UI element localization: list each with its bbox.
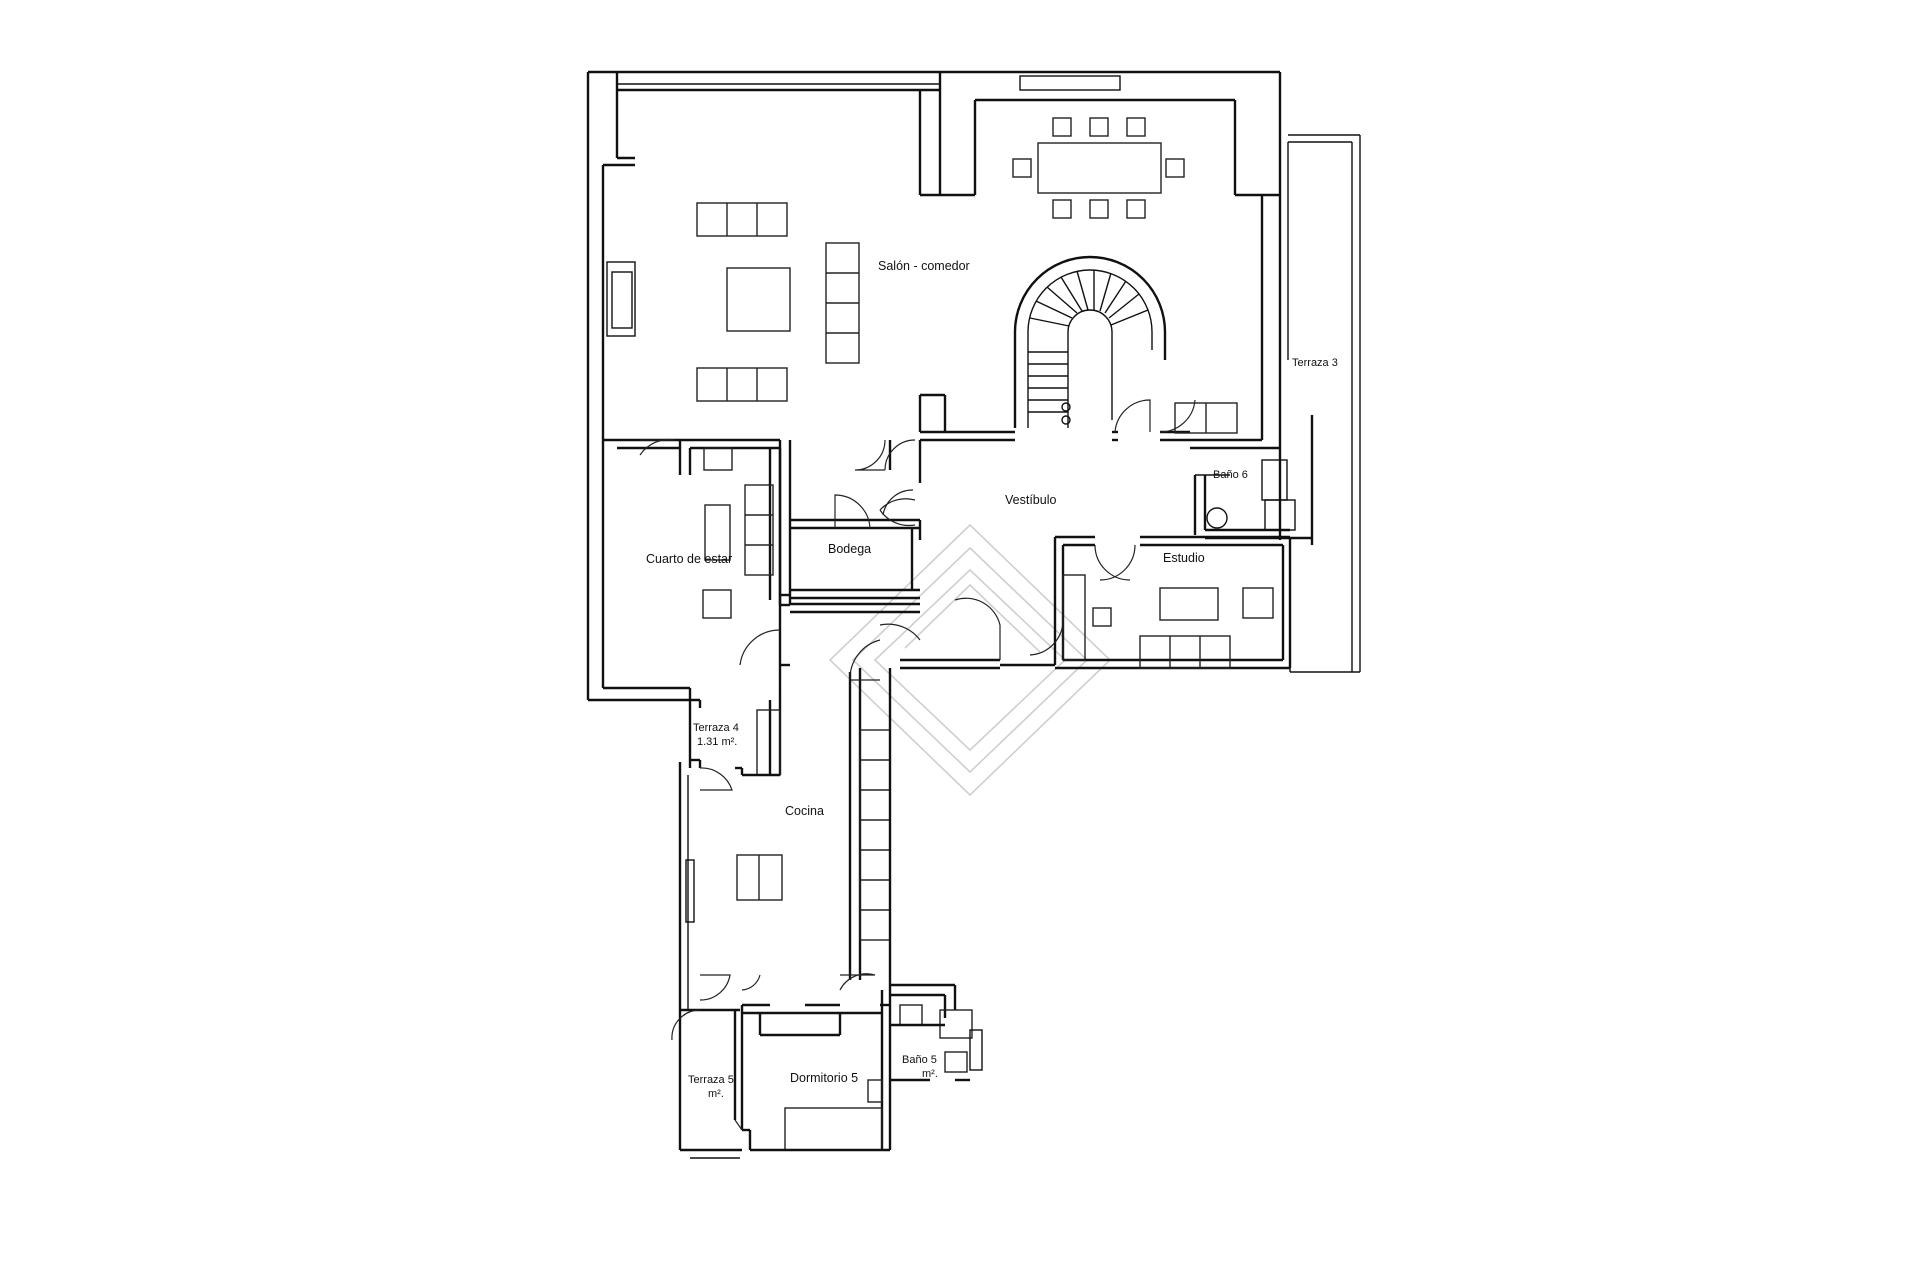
label-terraza-5: Terraza 5	[688, 1074, 734, 1086]
label-bodega: Bodega	[828, 542, 871, 556]
label-bano-5-area: m².	[922, 1068, 938, 1080]
room-labels: Salón - comedor Vestíbulo Cuarto de esta…	[646, 259, 1338, 1100]
label-cuarto-de-estar: Cuarto de estar	[646, 552, 732, 566]
label-terraza-4-area: 1.31 m².	[697, 736, 737, 748]
cuarto-de-estar-furniture	[678, 440, 790, 700]
bodega-walls	[790, 518, 922, 600]
label-terraza-4: Terraza 4	[693, 722, 739, 734]
label-salon-comedor: Salón - comedor	[878, 259, 970, 273]
label-bano-5: Baño 5	[902, 1054, 937, 1066]
salon-furniture	[696, 117, 1185, 402]
label-bano-6: Baño 6	[1213, 469, 1248, 481]
kitchen-wing-walls	[678, 668, 983, 1159]
spiral-staircase	[1013, 255, 1167, 428]
outer-walls	[586, 70, 1282, 702]
door-swings	[639, 399, 1196, 1131]
terraza-3-area	[1287, 134, 1361, 673]
label-terraza-5-area: m².	[708, 1088, 724, 1100]
label-cocina: Cocina	[785, 804, 824, 818]
interior-walls	[603, 362, 1312, 695]
label-terraza-3: Terraza 3	[1292, 357, 1338, 369]
label-vestibulo: Vestíbulo	[1005, 493, 1056, 507]
label-dormitorio-5: Dormitorio 5	[790, 1071, 858, 1085]
label-estudio: Estudio	[1163, 551, 1205, 565]
